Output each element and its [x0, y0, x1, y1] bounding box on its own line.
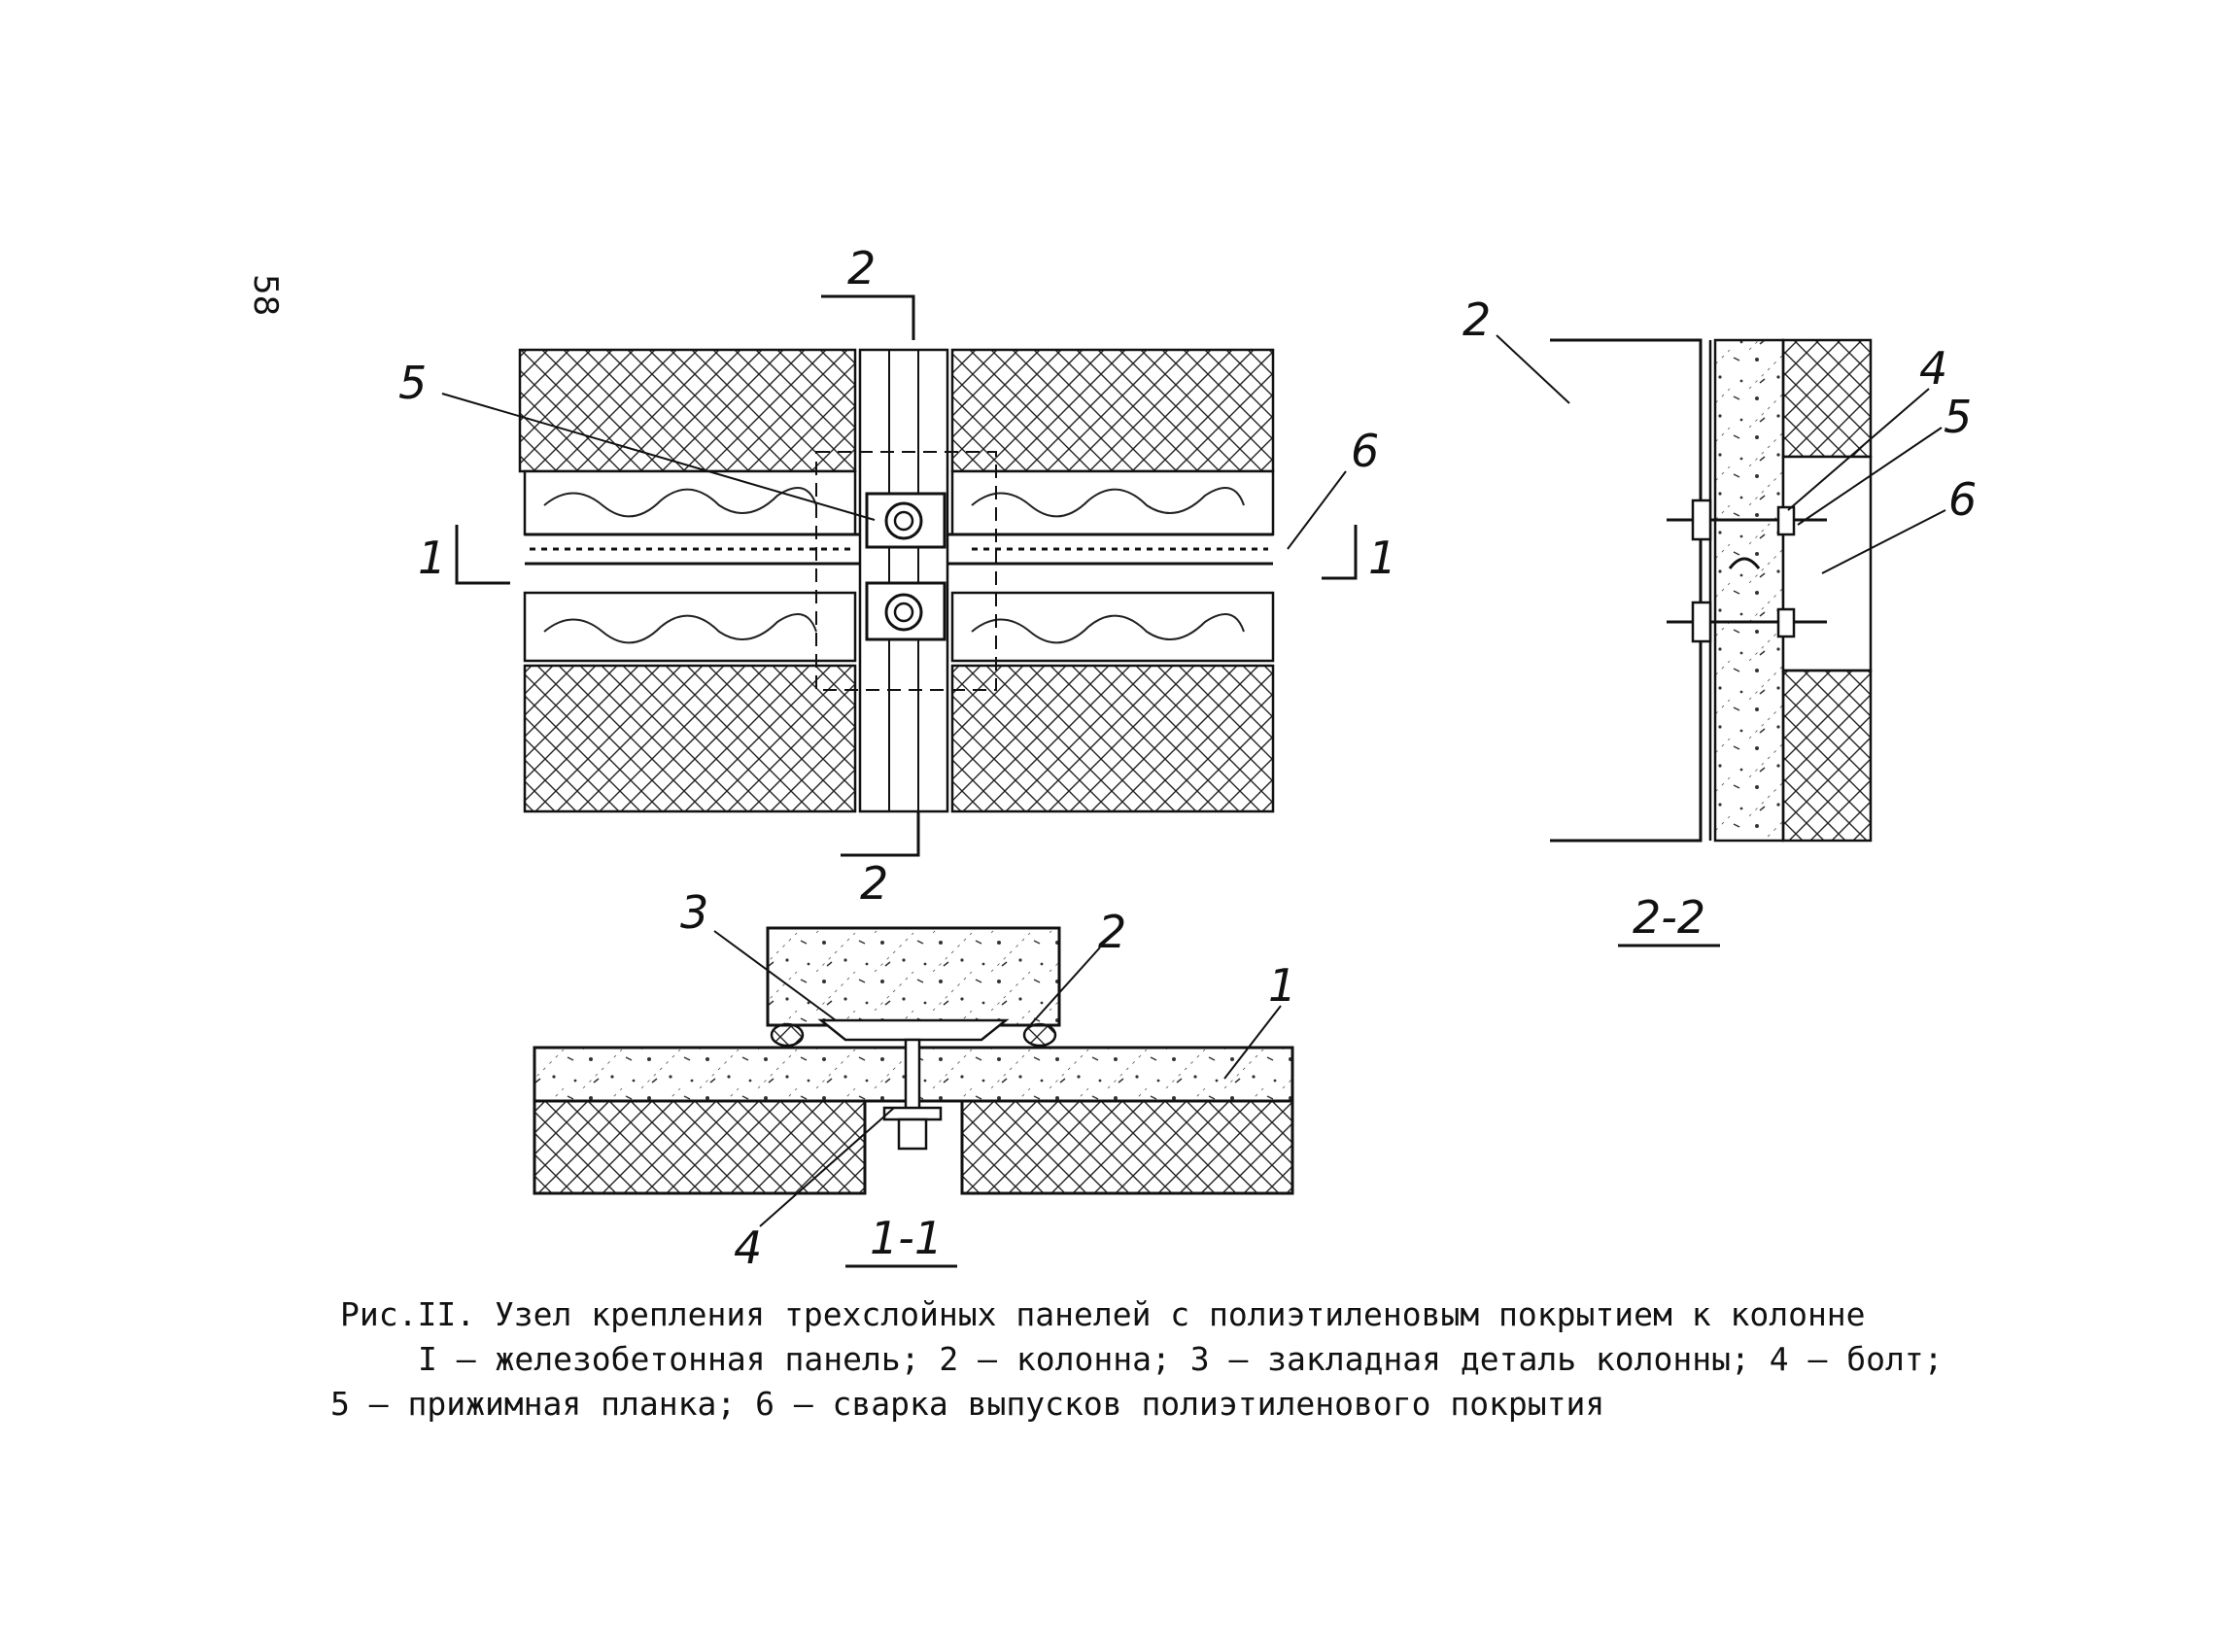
section-1-1-title: 1-1 — [870, 1212, 943, 1264]
section-mark-2-bottom: 2 — [860, 857, 888, 910]
section-mark-1-right: 1 — [1368, 532, 1396, 584]
caption-title: Рис.II. Узел крепления трехслойных панел… — [340, 1295, 1866, 1333]
callout-2: 2 — [1098, 906, 1126, 958]
section-1-1: 1-1 3 2 1 4 — [533, 886, 1296, 1274]
caption-legend-line-2: 5 – прижимная планка; 6 – сварка выпуско… — [330, 1385, 1605, 1423]
callout-1: 1 — [1268, 959, 1296, 1012]
section-2-2: 2-2 2 4 5 6 — [1463, 293, 1977, 947]
section-mark-2-top: 2 — [847, 242, 876, 294]
callout-5: 5 — [398, 357, 427, 409]
plan-view: 2 2 1 1 5 6 — [398, 242, 1396, 910]
caption-legend-line-1: I – железобетонная панель; 2 – колонна; … — [418, 1340, 1944, 1378]
callout-3: 3 — [680, 886, 708, 939]
callout-2-2-weld: 6 — [1948, 473, 1977, 526]
callout-4: 4 — [734, 1222, 762, 1274]
callout-2-2-col: 2 — [1463, 293, 1491, 346]
section-mark-1-left: 1 — [418, 532, 446, 584]
figure-caption: Рис.II. Узел крепления трехслойных панел… — [330, 1292, 2186, 1427]
section-2-2-title: 2-2 — [1633, 891, 1705, 944]
callout-6: 6 — [1351, 425, 1379, 477]
page-number: 58 — [246, 274, 285, 316]
callout-2-2-plate: 5 — [1944, 391, 1972, 443]
callout-2-2-bolt: 4 — [1919, 342, 1947, 395]
